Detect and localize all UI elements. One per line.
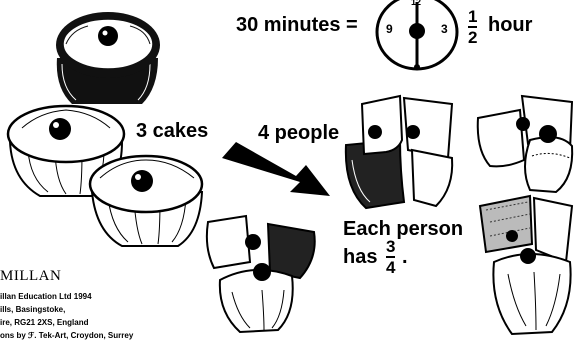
clock-number-3: 3 [441, 22, 448, 36]
share-numerator: 3 [386, 238, 395, 255]
publisher-line: illan Education Ltd 1994 [0, 292, 92, 301]
share-fraction: 3 4 [386, 238, 395, 276]
cake-quarter-icon [207, 216, 315, 332]
time-equation-label: 30 minutes = [236, 14, 358, 37]
arrow-icon [222, 142, 330, 196]
each-person-label: Each person [343, 218, 463, 241]
publisher-name: MILLAN [0, 268, 61, 285]
cupcake-icon [56, 12, 160, 104]
hour-label: hour [488, 14, 532, 37]
half-fraction: 1 2 [468, 8, 477, 46]
cake-quarter-icon [480, 196, 572, 334]
cupcake-icon [90, 156, 202, 246]
cake-quarter-icon [478, 96, 572, 192]
cake-quarter-icon [346, 96, 452, 208]
clock-number-9: 9 [386, 22, 393, 36]
share-denominator: 4 [386, 259, 395, 276]
publisher-line: ons by ℱ. Tek-Art, Croydon, Surrey [0, 331, 133, 340]
publisher-line: ire, RG21 2XS, England [0, 318, 88, 327]
cakes-label: 3 cakes [136, 120, 208, 143]
publisher-line: ills, Basingstoke, [0, 305, 65, 314]
people-label: 4 people [258, 122, 339, 145]
has-label: has [343, 246, 377, 269]
period-mark: . [402, 246, 408, 269]
fraction-denominator: 2 [468, 29, 477, 46]
fraction-numerator: 1 [468, 8, 477, 25]
clock-number-12: 12 [411, 0, 421, 7]
